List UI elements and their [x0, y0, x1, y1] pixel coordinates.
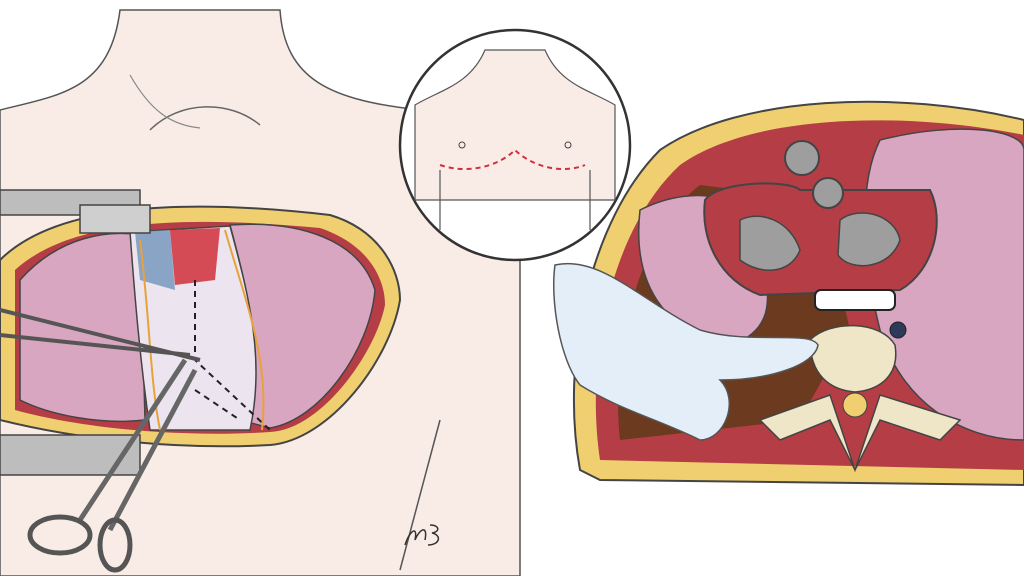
vertebra-processes: [758, 394, 962, 473]
gloved-hand: [552, 262, 819, 441]
esophagus: [814, 289, 896, 311]
right-lung: [19, 232, 146, 423]
chest-opening: [0, 205, 402, 448]
scissors: [0, 308, 201, 573]
rib-retractor: [0, 189, 151, 476]
vertebral-body: [809, 324, 897, 393]
signature: [404, 524, 440, 546]
incision-line: [439, 148, 586, 171]
spinal-cord: [842, 392, 868, 418]
incision-inset: [398, 28, 632, 262]
thorax-cross-section: [572, 100, 1024, 487]
aorta: [889, 321, 907, 339]
